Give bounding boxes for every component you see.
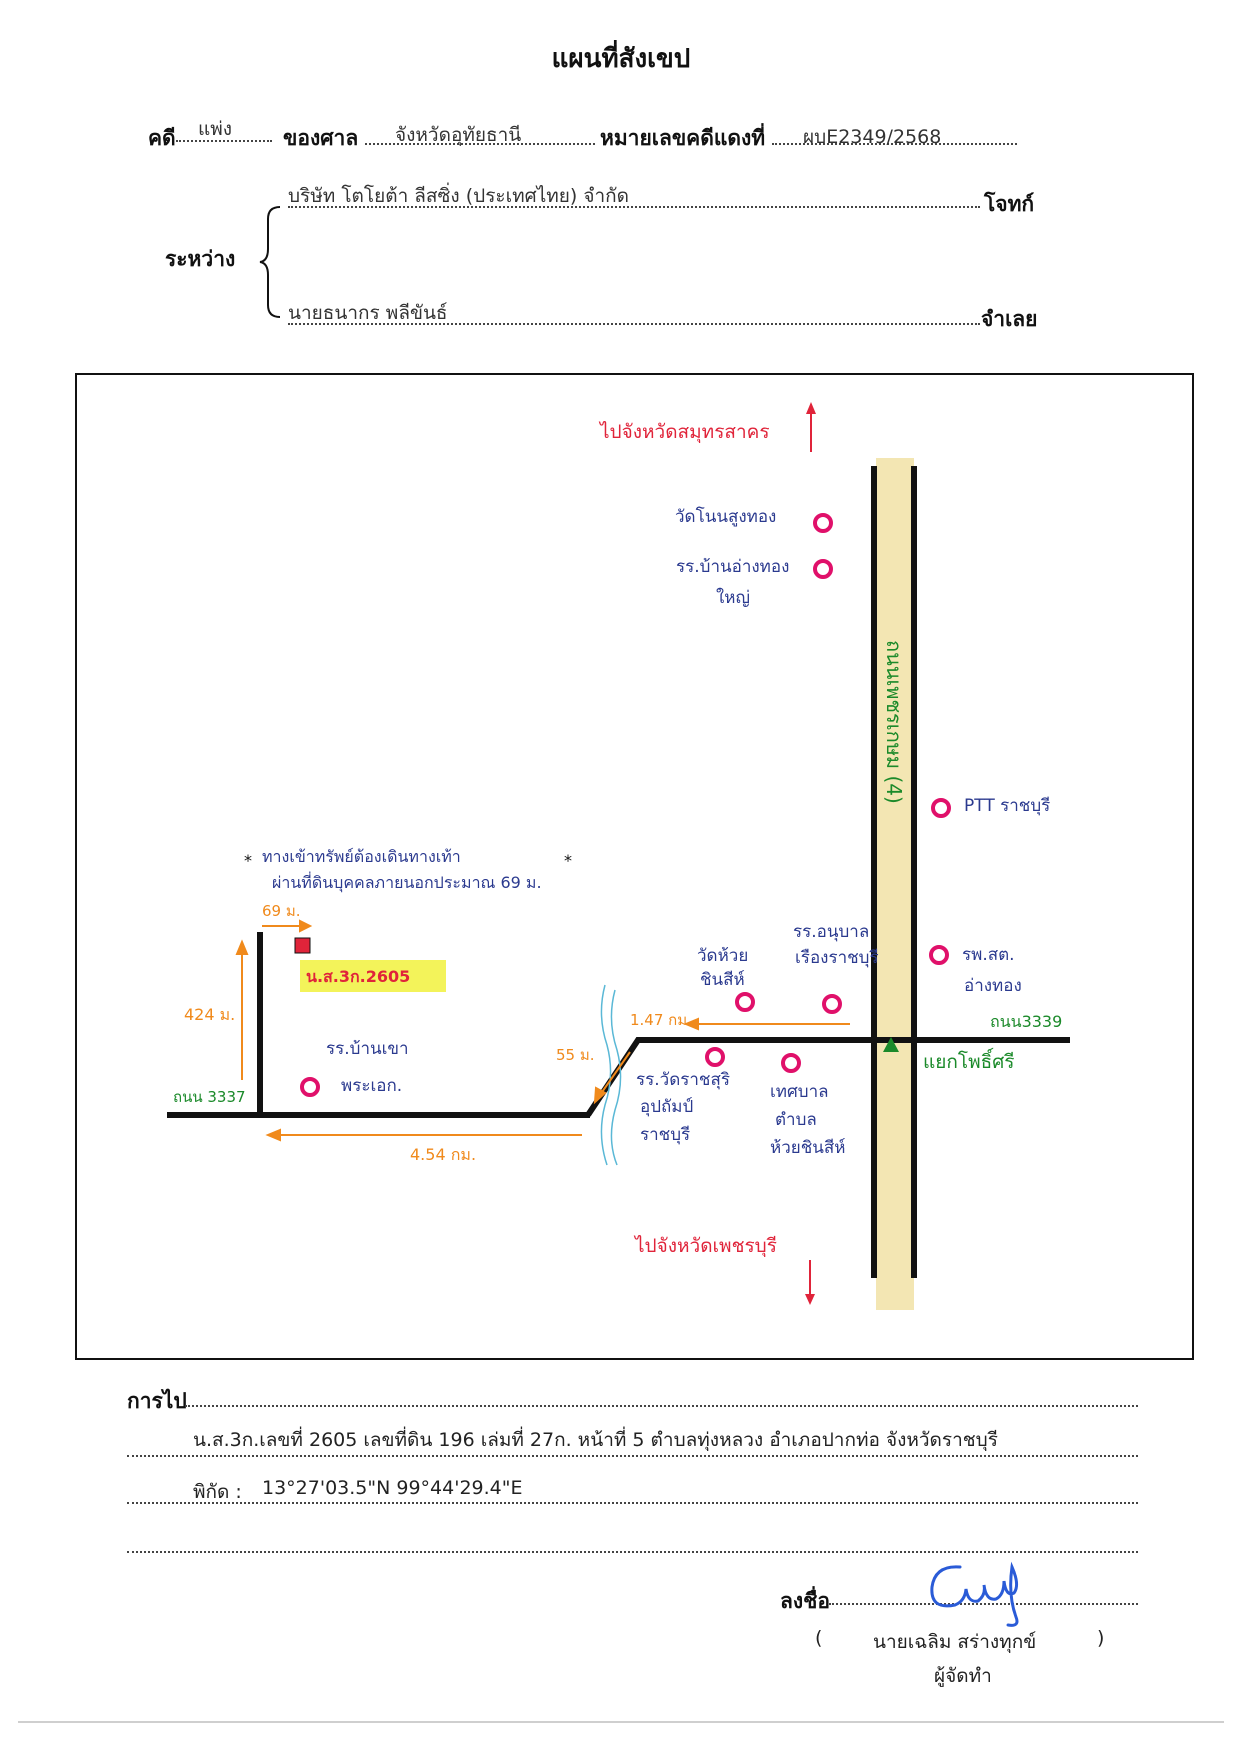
dist-454km-arrowhead-icon (265, 1128, 281, 1142)
landmark-dot-kindergarten (822, 994, 842, 1014)
signer-close-paren: ) (1097, 1627, 1105, 1649)
school-west-label-2: พระเอก. (341, 1076, 402, 1096)
temple-mid-label-2: ชินสีห์ (700, 970, 745, 990)
court-label: ของศาล (283, 126, 359, 150)
access-note-line-2: ผ่านที่ดินบุคคลภายนอกประมาณ 69 ม. (272, 871, 542, 893)
route-label: การไป (127, 1389, 187, 1413)
road-3337-label: ถนน 3337 (173, 1088, 246, 1106)
kindergarten-label-1: รร.อนุบาล (793, 922, 869, 942)
case-type-dotted-line (176, 140, 272, 142)
target-parcel-marker (294, 937, 311, 954)
coordinate-value: 13°27'03.5"N 99°44'29.4"E (262, 1477, 523, 1499)
signature-dotted-line (829, 1603, 1138, 1605)
dist-424m-arrowhead-icon (235, 939, 249, 955)
access-note-star-left-icon: * (244, 851, 252, 870)
case-label: คดี (148, 126, 176, 150)
dist-424m-label: 424 ม. (184, 1005, 235, 1024)
parcel-label: น.ส.3ก.2605 (306, 967, 410, 986)
landmark-dot-temple-mid (735, 992, 755, 1012)
plaintiff-role: โจทก์ (984, 192, 1035, 216)
signer-name: นายเฉลิม สร่างทุกข์ (873, 1631, 1037, 1653)
to-north-label: ไปจังหวัดสมุทรสาคร (598, 421, 770, 444)
ptt-label: PTT ราชบุรี (964, 796, 1050, 816)
school-north-label-2: ใหญ่ (716, 587, 750, 608)
north-arrow-icon (806, 402, 816, 452)
landmark-dot-temple-north (813, 513, 833, 533)
access-note-line-1: ทางเข้าทรัพย์ต้องเดินทางเท้า (262, 847, 461, 866)
sign-label: ลงชื่อ (780, 1589, 830, 1613)
signer-open-paren: ( (815, 1627, 823, 1649)
plaintiff-name: บริษัท โตโยต้า ลีสซิ่ง (ประเทศไทย) จำกัด (288, 185, 630, 207)
defendant-dotted-line (288, 323, 980, 325)
municipal-label-2: ตำบล (775, 1110, 817, 1130)
page-title: แผนที่สังเขป (551, 44, 691, 74)
dist-69m-label: 69 ม. (262, 902, 301, 920)
route-dotted-line-1 (185, 1405, 1138, 1407)
school-mid-label-2: อุปถัมป์ (640, 1097, 693, 1117)
road-3339-label: ถนน3339 (990, 1012, 1062, 1031)
red-case-label: หมายเลขคดีแดงที่ (600, 126, 766, 150)
south-arrow-icon (805, 1260, 815, 1305)
municipal-label-1: เทศบาล (770, 1082, 829, 1102)
junction-marker-icon (883, 1037, 899, 1052)
hospital-label-1: รพ.สต. (962, 945, 1015, 965)
case-type-value: แพ่ง (198, 118, 233, 140)
map-frame (75, 373, 1194, 1360)
court-dotted-line (365, 143, 595, 145)
temple-north-label: วัดโนนสูงทอง (675, 506, 776, 527)
signer-role: ผู้จัดทำ (934, 1665, 992, 1687)
dist-55m-arrowhead-icon (593, 1086, 607, 1105)
defendant-role: จำเลย (981, 307, 1038, 331)
party-brace (259, 206, 281, 318)
highway-4-fill (876, 458, 914, 1310)
hospital-label-2: อ่างทอง (964, 976, 1022, 996)
school-west-label-1: รร.บ้านเขา (326, 1039, 409, 1059)
route-dotted-line-2 (127, 1455, 1138, 1457)
parcel-highlight (300, 960, 446, 992)
coordinate-label: พิกัด : (193, 1481, 242, 1503)
highway-4-name: ถนนเพชรเกษม (4) (882, 640, 906, 804)
junction-label: แยกโพธิ์ศรี (923, 1047, 1014, 1073)
bottom-edge-line (18, 1721, 1224, 1723)
municipal-label-3: ห้วยชินสีห์ (770, 1138, 845, 1158)
school-north-label-1: รร.บ้านอ่างทอง (676, 557, 789, 577)
landmark-dot-school-north (813, 559, 833, 579)
signature-image (930, 1561, 1019, 1627)
red-case-dotted-line (772, 143, 1017, 145)
school-mid-label-1: รร.วัดราชสุริ (636, 1070, 730, 1090)
dist-55m-label: 55 ม. (556, 1046, 595, 1064)
route-dotted-line-3 (127, 1502, 1138, 1504)
dist-55m-arrow (599, 1051, 631, 1096)
between-label: ระหว่าง (165, 247, 236, 271)
access-note-star-right-icon: * (564, 851, 572, 870)
landmark-dot-ptt (931, 798, 951, 818)
school-mid-label-3: ราชบุรี (640, 1125, 690, 1145)
dist-147km-label: 1.47 กม. (630, 1011, 692, 1029)
plaintiff-dotted-line (288, 206, 980, 208)
dist-147km-arrowhead-icon (683, 1017, 699, 1031)
to-south-label: ไปจังหวัดเพชรบุรี (633, 1235, 777, 1258)
dist-69m-arrowhead-icon (299, 919, 313, 933)
defendant-name: นายธนากร พลีขันธ์ (288, 302, 448, 324)
landmark-dot-school-west (300, 1077, 320, 1097)
landmark-dot-school-mid (705, 1047, 725, 1067)
kindergarten-label-2: เรืองราชบุรี (795, 948, 879, 968)
landmark-dot-municipal (781, 1053, 801, 1073)
canal-water-icon (600, 984, 622, 1166)
landmark-dot-hospital (929, 945, 949, 965)
route-line-1: น.ส.3ก.เลขที่ 2605 เลขที่ดิน 196 เล่มที่… (193, 1429, 998, 1451)
dist-454km-label: 4.54 กม. (410, 1145, 476, 1164)
red-case-number-value: ผบE2349/2568 (803, 126, 942, 148)
temple-mid-label-1: วัดห้วย (697, 946, 748, 966)
route-dotted-line-4 (127, 1551, 1138, 1553)
court-name-value: จังหวัดอุทัยธานี (395, 124, 522, 146)
